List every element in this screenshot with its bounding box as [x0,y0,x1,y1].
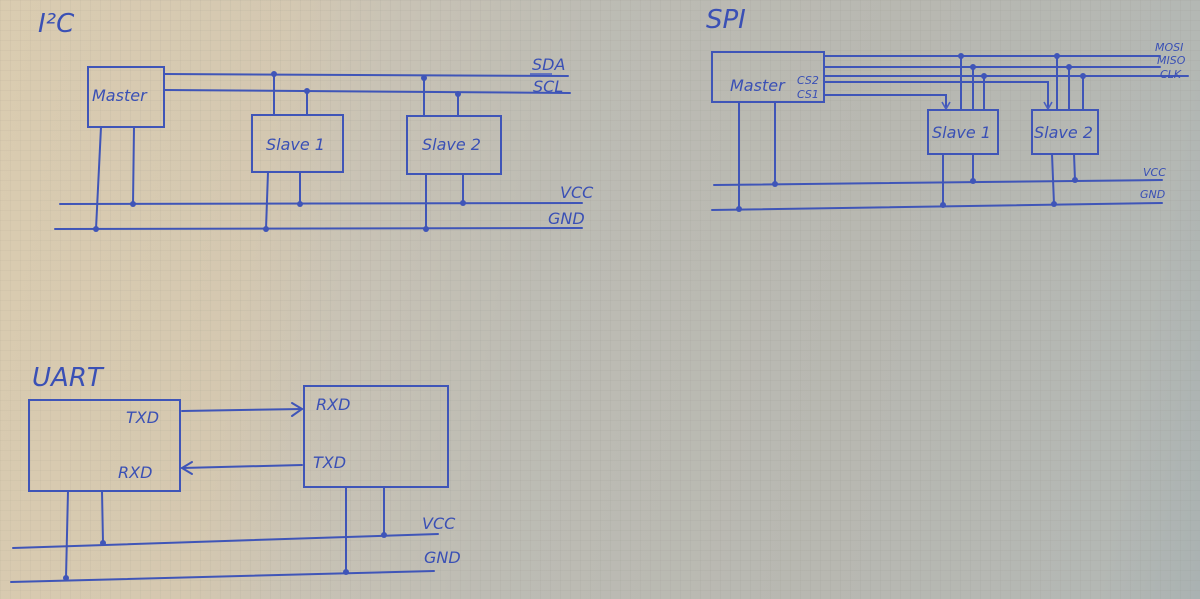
uart-device-b-box [303,385,449,488]
uart-b-rxd-label: RXD [316,395,350,414]
spi-vcc-line [713,179,1163,186]
i2c-title: I²C [38,9,75,39]
spi-mosi-label: MOSI [1155,41,1183,54]
uart-device-a-box [28,399,181,492]
uart-rx-from-tx-line [181,464,303,469]
i2c-scl-label: SCL [533,77,563,96]
spi-gnd-label: GND [1140,188,1165,201]
i2c-diagram: I²C Master SDA SCL Slave 1 Slave 2 VCC G… [38,9,594,232]
spi-gnd-line [711,202,1163,211]
spi-cs1-label: CS1 [797,88,819,101]
spi-slave1-box [927,109,999,155]
spi-vcc-label: VCC [1143,166,1166,179]
i2c-scl-line [163,89,571,94]
spi-master-label: Master [730,76,786,95]
spi-miso-label: MISO [1157,54,1186,67]
uart-gnd-line [10,570,435,583]
i2c-vcc-label: VCC [560,183,594,202]
i2c-slave2-box [406,115,502,175]
spi-cs2-label: CS2 [797,74,819,87]
spi-diagram: SPI Master CS2 CS1 MOSI MISO CLK Slave 1… [706,5,1189,212]
uart-title: UART [32,363,105,393]
uart-a-rxd-label: RXD [118,463,152,482]
i2c-gnd-label: GND [548,209,585,228]
spi-slave2-label: Slave 2 [1034,123,1093,142]
i2c-master-box [87,66,165,128]
spi-slave1-label: Slave 1 [932,123,991,142]
i2c-gnd-line [54,227,583,230]
spi-title: SPI [706,5,746,35]
i2c-master-label: Master [92,86,148,105]
i2c-sda-line [163,73,569,77]
uart-diagram: UART TXD RXD RXD TXD VCC GND [10,363,461,583]
uart-tx-to-rx-line [181,408,303,412]
i2c-slave1-label: Slave 1 [266,135,325,154]
i2c-slave2-label: Slave 2 [422,135,481,154]
spi-clk-label: CLK [1160,68,1182,81]
uart-vcc-line [12,533,439,549]
uart-b-txd-label: TXD [313,453,346,472]
uart-vcc-label: VCC [422,514,456,533]
uart-gnd-label: GND [424,548,461,567]
spi-cs2-line [823,81,1049,109]
i2c-sda-label: SDA [532,55,565,74]
uart-a-txd-label: TXD [126,408,159,427]
i2c-slave1-box [251,114,344,173]
spi-cs1-line [823,94,947,109]
i2c-vcc-line [59,202,583,205]
spi-slave2-box [1031,109,1099,155]
